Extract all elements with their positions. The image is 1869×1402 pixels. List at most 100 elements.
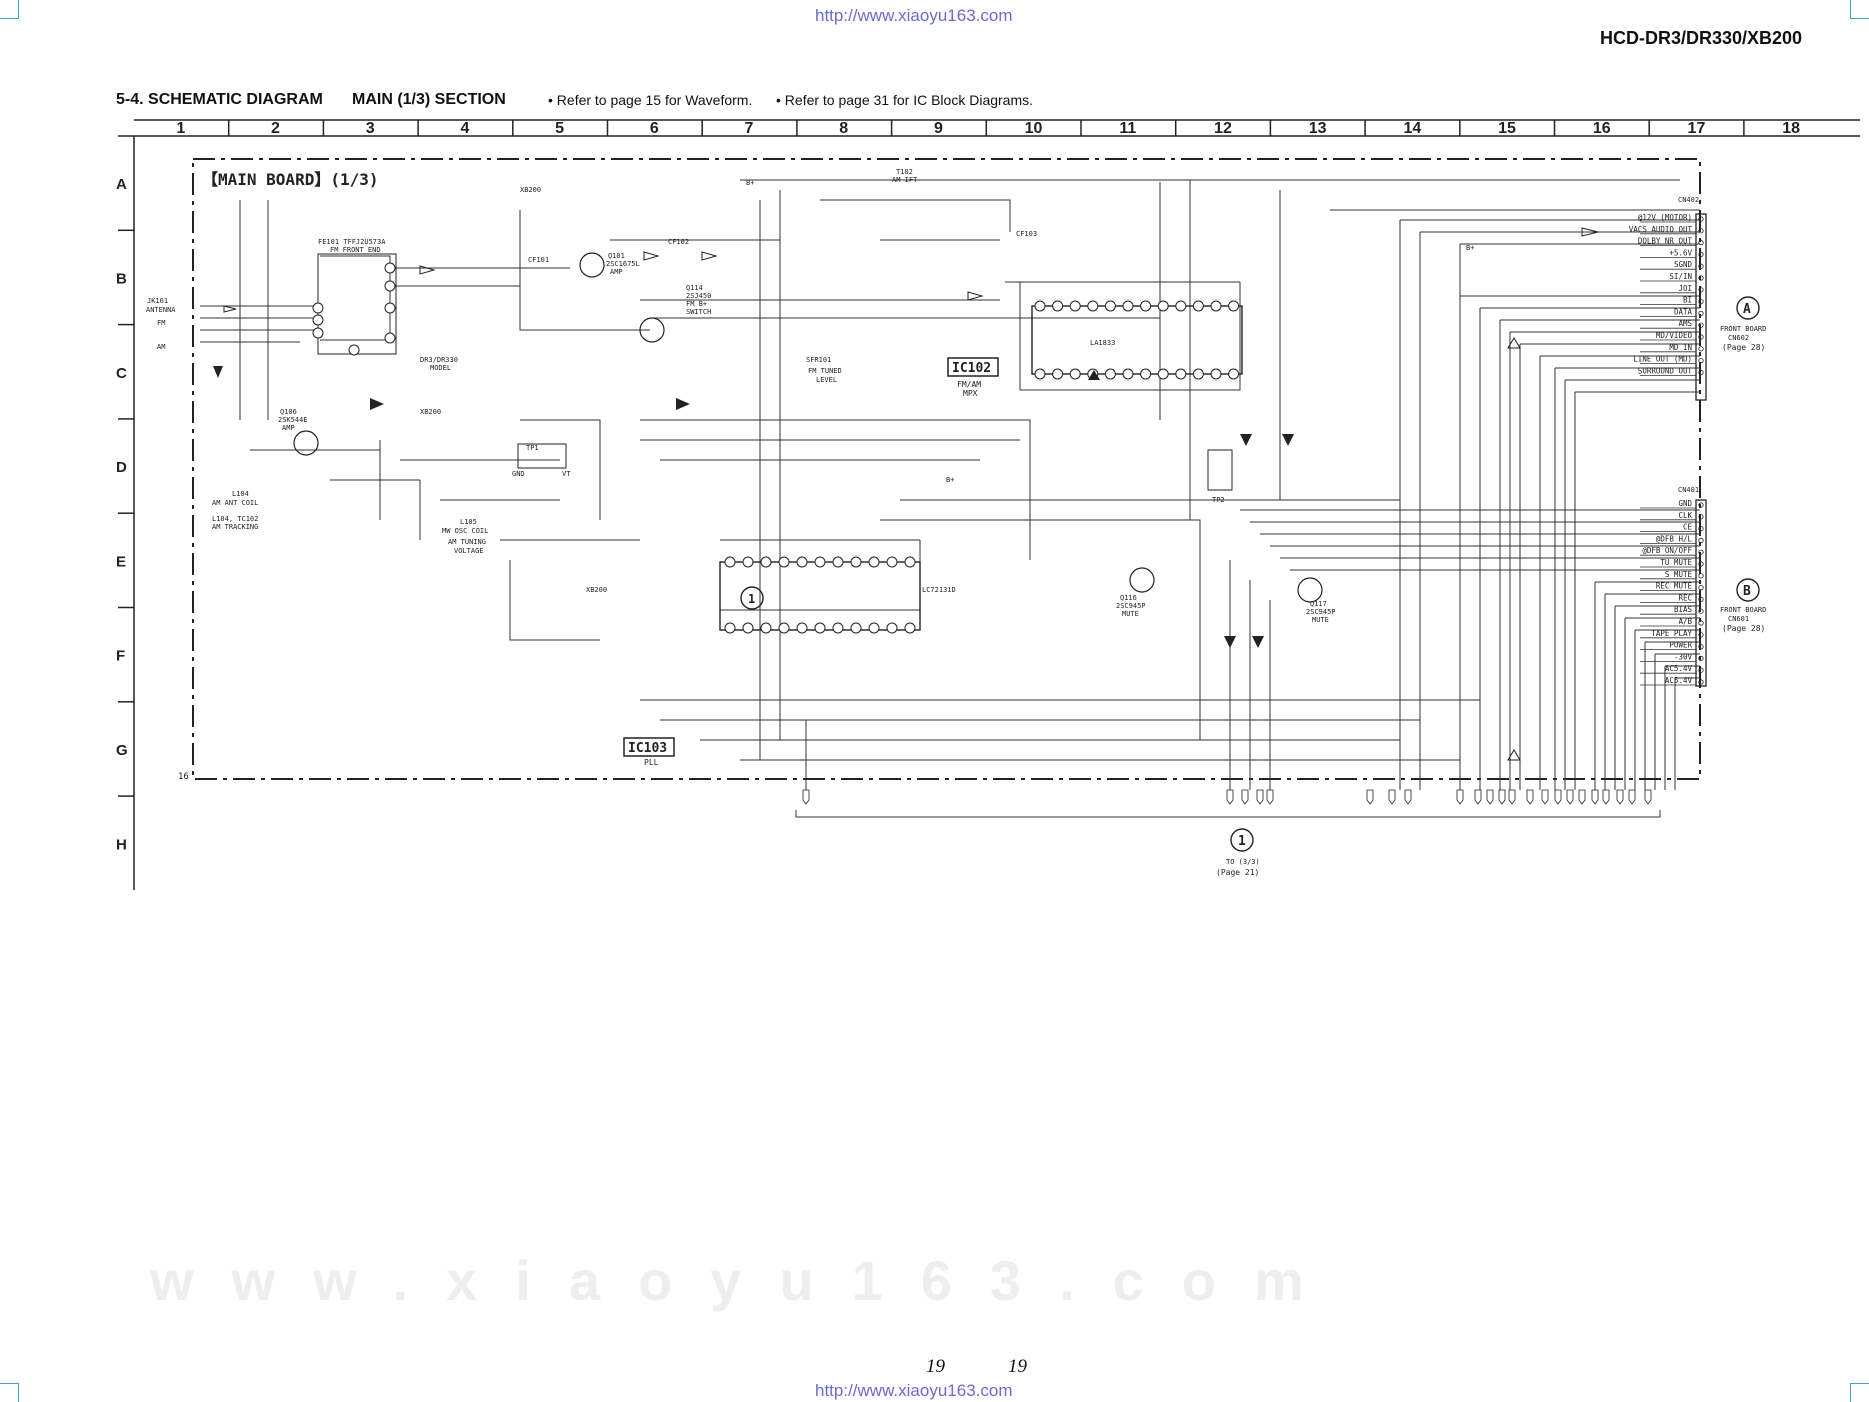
cf102-label: CF102 bbox=[668, 238, 689, 246]
connector-a-pin-label: +5.6V bbox=[1669, 248, 1692, 257]
ic103-pin bbox=[832, 622, 844, 634]
q106-desc: AMP bbox=[282, 424, 295, 432]
ref-1-to: TO (3/3) bbox=[1226, 858, 1260, 866]
source-url-top[interactable]: http://www.xiaoyu163.com bbox=[815, 6, 1013, 25]
bottom-terminal bbox=[1628, 789, 1636, 805]
bottom-terminal bbox=[1226, 789, 1234, 805]
ic101-pin bbox=[1228, 368, 1240, 380]
q106-label: Q106 bbox=[280, 408, 297, 416]
connector-b-pin-label: @DFB ON/OFF bbox=[1642, 546, 1692, 555]
ic101-pin bbox=[1192, 300, 1204, 312]
connector-a-pin bbox=[1698, 357, 1704, 364]
ic103-pin bbox=[904, 622, 916, 634]
bottom-terminal bbox=[1554, 789, 1562, 805]
ic101-pin bbox=[1087, 300, 1099, 312]
l104-tc-label: L104, TC102 bbox=[212, 515, 258, 523]
ic102-label-box bbox=[947, 357, 999, 377]
ic103-label: IC103 bbox=[628, 741, 667, 756]
cf103-label: CF103 bbox=[1016, 230, 1037, 238]
column-label-14: 14 bbox=[1403, 120, 1421, 137]
fe101-pin bbox=[384, 262, 396, 274]
connector-b-pin bbox=[1698, 679, 1704, 685]
connector-b-letter: B bbox=[1743, 584, 1751, 599]
ic103-pin bbox=[814, 622, 826, 634]
ic101-pin bbox=[1175, 368, 1187, 380]
ic101-pin bbox=[1157, 368, 1169, 380]
am-voltage-label: VOLTAGE bbox=[454, 547, 484, 555]
connector-b-pin bbox=[1698, 561, 1704, 567]
q117-label: Q117 bbox=[1310, 600, 1327, 608]
column-label-2: 2 bbox=[271, 120, 280, 137]
fe101-block bbox=[317, 253, 397, 355]
fe101-pin bbox=[384, 332, 396, 344]
bottom-terminal bbox=[1526, 789, 1534, 805]
connector-a-pin bbox=[1698, 310, 1704, 316]
bottom-terminal bbox=[1508, 789, 1516, 805]
waveform-note: • Refer to page 15 for Waveform. bbox=[548, 92, 753, 108]
source-url-bottom[interactable]: http://www.xiaoyu163.com bbox=[815, 1381, 1013, 1400]
connector-a-pin-label: VACS AUDIO OUT bbox=[1629, 225, 1693, 234]
bottom-terminal bbox=[1456, 789, 1464, 805]
bottom-terminal bbox=[1241, 789, 1249, 805]
ic103-part: LC72131D bbox=[922, 586, 956, 594]
ic103-pin bbox=[742, 622, 754, 634]
ref-1-page: (Page 21) bbox=[1216, 868, 1259, 877]
fe101-label: FE101 TFFJ2U573A bbox=[318, 238, 386, 246]
bottom-terminal bbox=[1591, 789, 1599, 805]
column-label-1: 1 bbox=[176, 120, 185, 137]
ic102-label: IC102 bbox=[952, 361, 991, 376]
mw-osc-label: MW OSC COIL bbox=[442, 527, 488, 535]
q116-desc: MUTE bbox=[1122, 610, 1139, 618]
column-label-17: 17 bbox=[1688, 120, 1706, 137]
ref-1-num: 1 bbox=[1238, 834, 1246, 849]
ic103-pin bbox=[724, 622, 736, 634]
bottom-bracket bbox=[795, 810, 1661, 818]
fe101-pin bbox=[348, 344, 360, 356]
ic103-desc: PLL bbox=[644, 758, 659, 767]
ic103-pin bbox=[742, 556, 754, 568]
bottom-terminal bbox=[802, 789, 810, 805]
bottom-terminal bbox=[1644, 789, 1652, 805]
ic101-pin bbox=[1175, 300, 1187, 312]
t102-desc: AM IFT bbox=[892, 176, 918, 184]
dr3-model-word: MODEL bbox=[430, 364, 451, 372]
ic103-pins bbox=[724, 556, 916, 634]
board-outline bbox=[192, 158, 1701, 780]
ic101-pin bbox=[1228, 300, 1240, 312]
tp1-gnd-label: GND bbox=[512, 470, 525, 478]
tp1-vt-label: VT bbox=[562, 470, 571, 478]
tp1-box bbox=[517, 443, 567, 469]
bplus-label-3: B+ bbox=[1466, 244, 1474, 252]
connector-b-pin-label: AC5.4V bbox=[1665, 664, 1693, 673]
page-number-right: 19 bbox=[1008, 1356, 1027, 1377]
am-tracking-label: AM TRACKING bbox=[212, 523, 258, 531]
am-label: AM bbox=[157, 343, 165, 351]
connector-b-pin-label: CLK bbox=[1678, 511, 1692, 520]
ic103-pin bbox=[760, 556, 772, 568]
ic103-pin bbox=[814, 556, 826, 568]
bottom-terminal bbox=[1602, 789, 1610, 805]
section-title: 5-4. SCHEMATIC DIAGRAM bbox=[116, 91, 323, 108]
connector-a-pin-label: SGND bbox=[1674, 260, 1693, 269]
bottom-terminal bbox=[1256, 789, 1264, 805]
tp1-label: TP1 bbox=[526, 444, 539, 452]
connector-b-pin-label: BIAS bbox=[1674, 605, 1693, 614]
fe101-pin bbox=[312, 327, 324, 339]
component-labels: JK101 ANTENNA FM AM FE101 TFFJ2U573A FM … bbox=[146, 168, 1699, 624]
connector-b-pin bbox=[1698, 620, 1704, 626]
svg-text:www.xiaoyu163.com: www.xiaoyu163.com bbox=[149, 1249, 1342, 1312]
connector-b-pin bbox=[1698, 632, 1704, 638]
connector-b-pin-label: AC5.4V bbox=[1665, 676, 1693, 685]
row-label-C: C bbox=[116, 365, 127, 382]
connector-b-pin-label: REC MUTE bbox=[1656, 582, 1693, 591]
sfr101-label: SFR101 bbox=[806, 356, 831, 364]
ic101-pin bbox=[1157, 300, 1169, 312]
connector-a-pin bbox=[1698, 287, 1704, 293]
ic101-part: LA1833 bbox=[1090, 339, 1115, 347]
ic101-pin bbox=[1104, 368, 1116, 380]
bottom-terminal bbox=[1404, 789, 1412, 805]
connector-b-pin-label: @DFB H/L bbox=[1656, 534, 1693, 543]
fe101-pin bbox=[312, 314, 324, 326]
